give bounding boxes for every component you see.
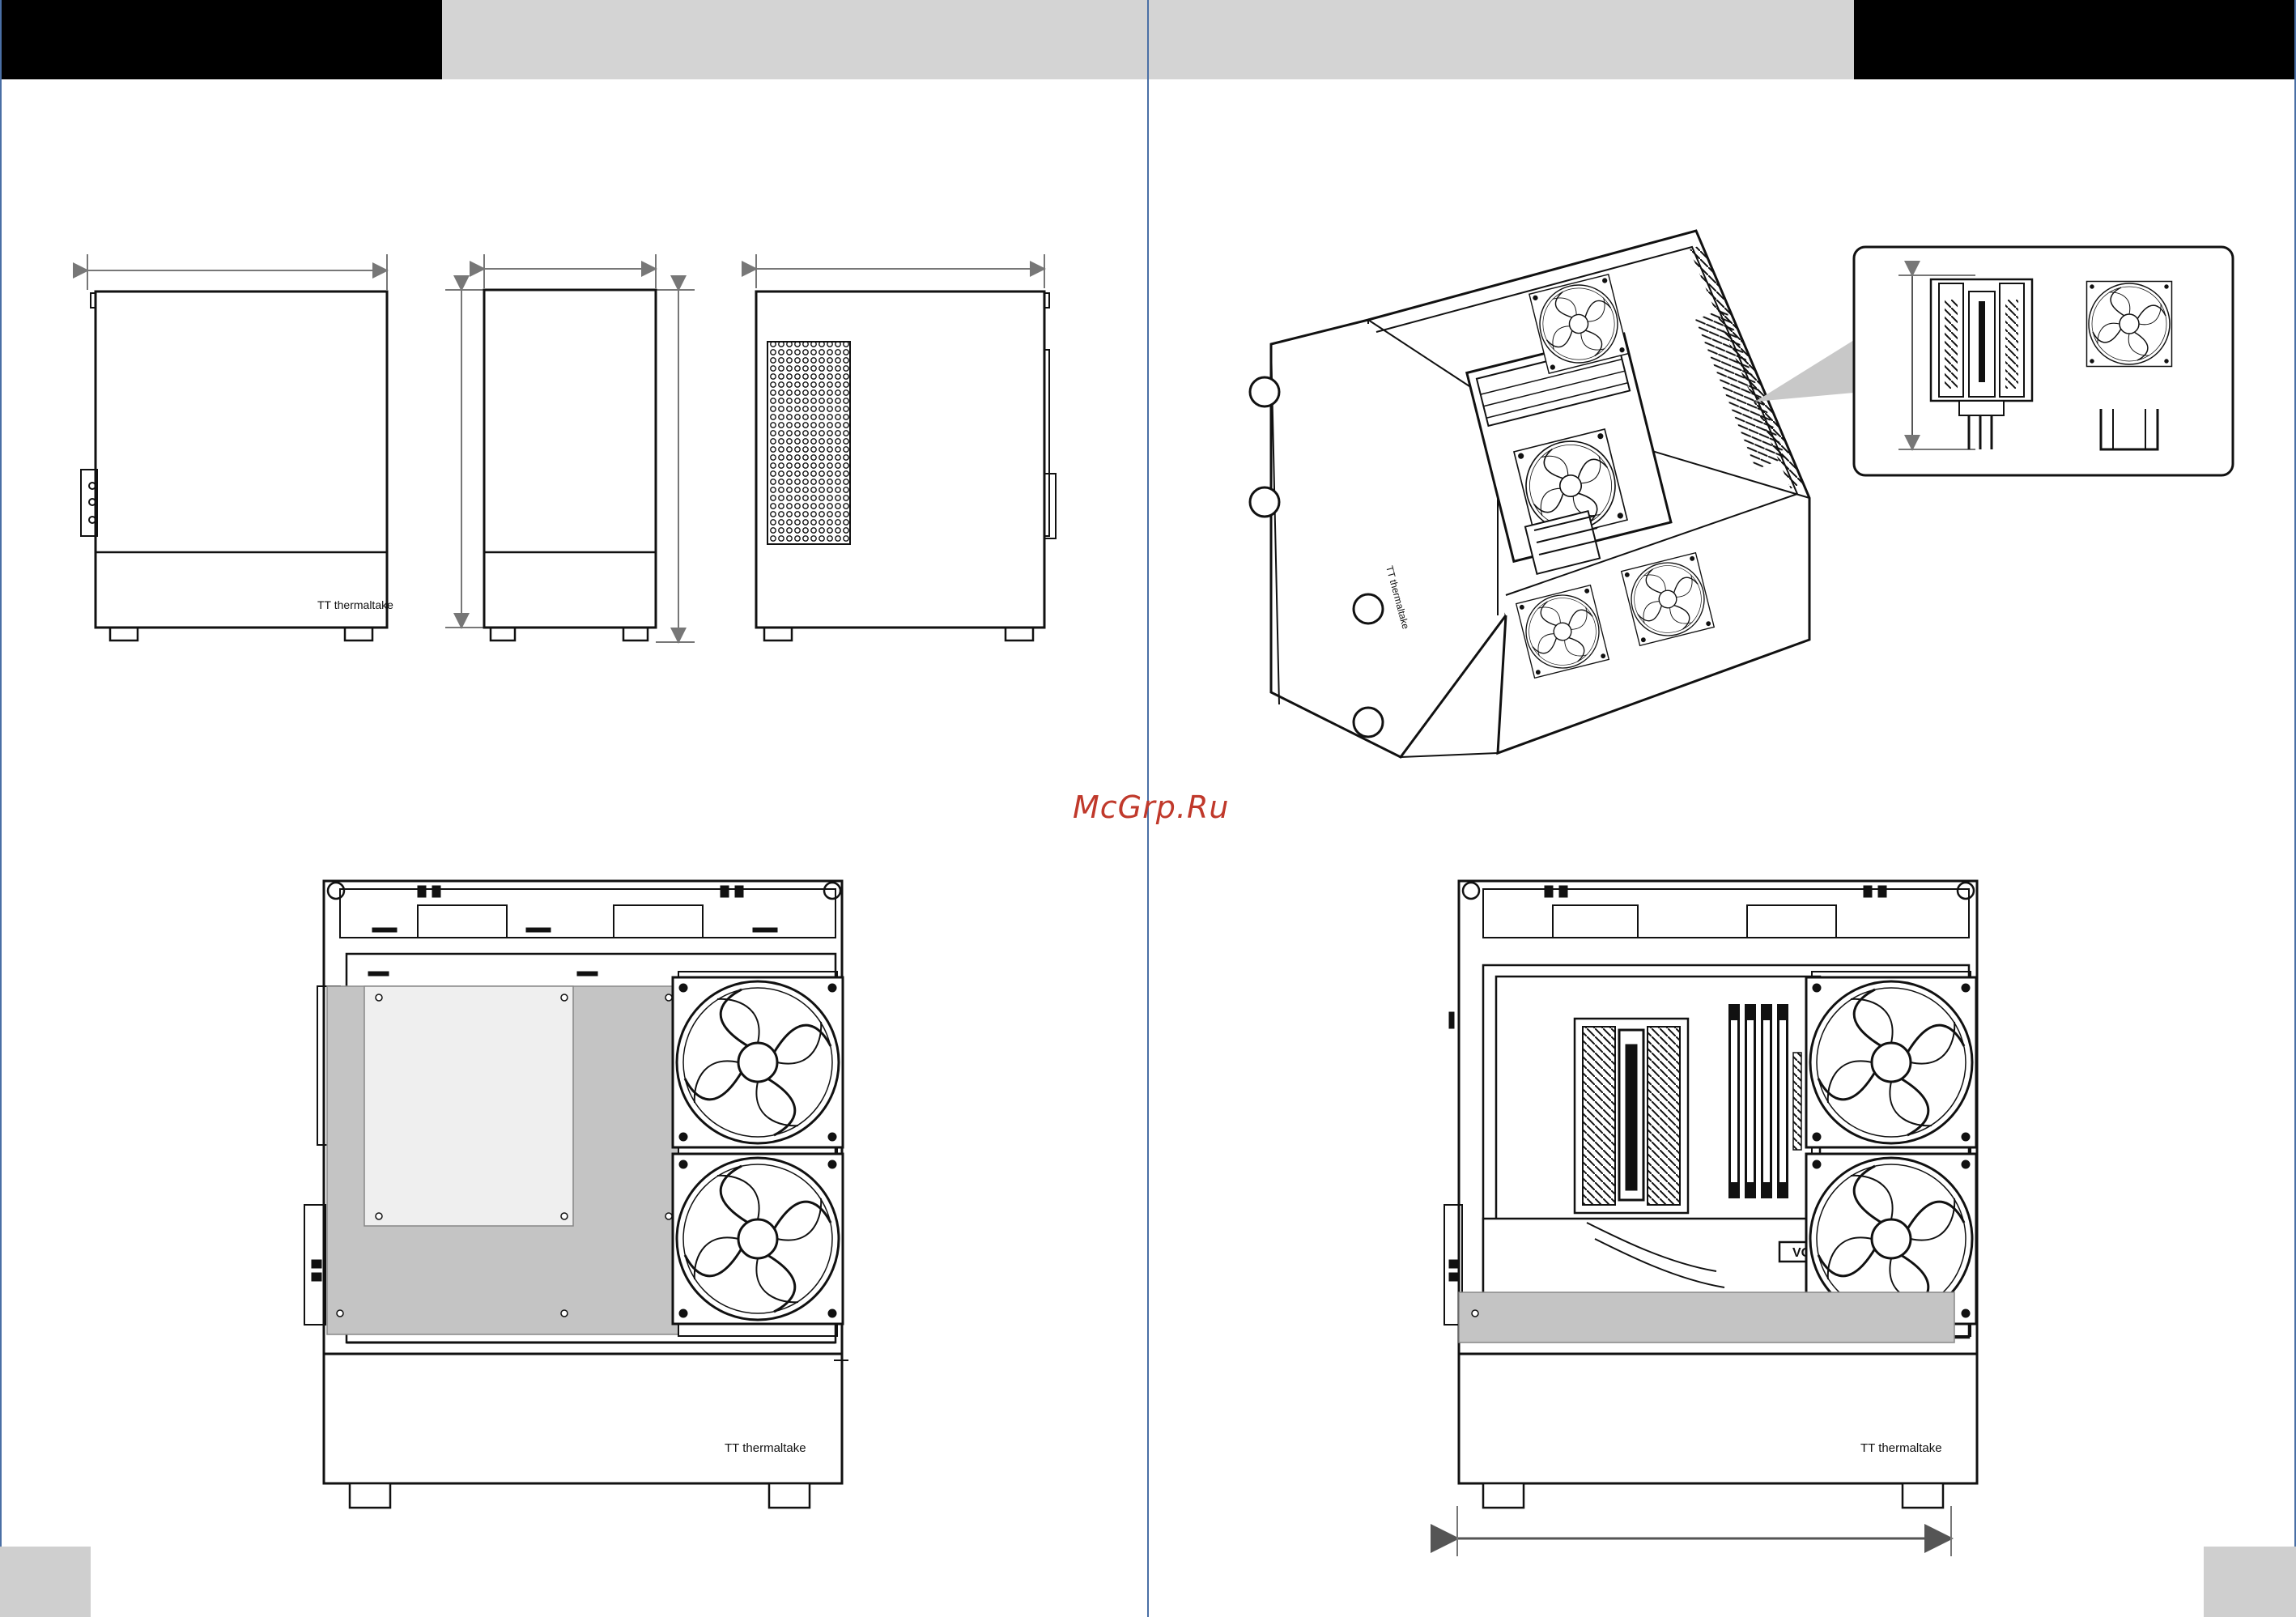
cooler-height-callout [1854, 247, 2233, 475]
case-side-view-middle [445, 254, 695, 642]
case-side-view-front: TT thermaltake [81, 254, 393, 640]
callout-pointer [1755, 340, 1854, 402]
brand-logo-left: TT thermaltake [725, 1441, 806, 1455]
brand-logo-right: TT thermaltake [1860, 1441, 1942, 1455]
svg-text:TT thermaltake: TT thermaltake [317, 598, 393, 611]
case-interior-installed: VORTEX TT thermaltake [1444, 881, 1977, 1556]
case-interior-mounting-area: TT thermaltake [304, 881, 848, 1508]
isometric-case-build: TT thermaltake [1250, 231, 1809, 757]
case-side-view-mesh [756, 254, 1056, 640]
